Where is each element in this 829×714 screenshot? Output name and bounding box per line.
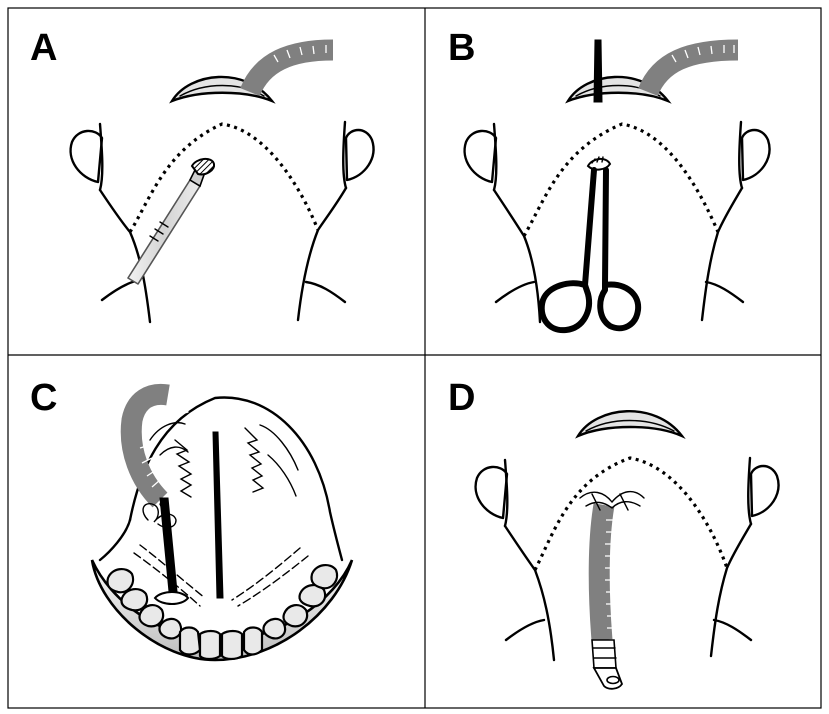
palate-rugae [150, 423, 298, 497]
suture-knot [143, 504, 176, 528]
ear-left [476, 460, 508, 526]
drainage-tube-placed [592, 505, 622, 689]
panel-label-a: A [30, 27, 57, 69]
forceps-tip [160, 498, 178, 602]
panel-b: B [448, 27, 769, 330]
panel-label-d: D [448, 377, 475, 419]
panel-a: A [30, 27, 373, 322]
scalpel [128, 159, 214, 284]
instrument-ring [155, 592, 188, 604]
neck-lines [505, 524, 751, 660]
suture-fixation [580, 492, 644, 510]
retractor-bar [594, 40, 602, 102]
panel-label-c: C [30, 377, 57, 419]
mandible-outline [130, 124, 318, 232]
ear-left [465, 124, 497, 190]
palate-incision [213, 432, 223, 598]
lower-lip [578, 411, 682, 436]
ear-left [71, 124, 103, 190]
hemostat-forceps [542, 170, 638, 330]
mandible-outline [524, 124, 718, 236]
mandible-outline [535, 458, 727, 570]
scalpel-blade [192, 159, 214, 174]
ear-right [748, 458, 778, 524]
panel-label-b: B [448, 27, 475, 69]
panel-c: C [30, 377, 352, 660]
neck-lines [494, 188, 743, 322]
ear-right [343, 122, 373, 188]
panel-d: D [448, 377, 778, 689]
drainage-tube [250, 45, 333, 92]
drainage-tube [648, 45, 738, 92]
ear-right [739, 122, 769, 188]
